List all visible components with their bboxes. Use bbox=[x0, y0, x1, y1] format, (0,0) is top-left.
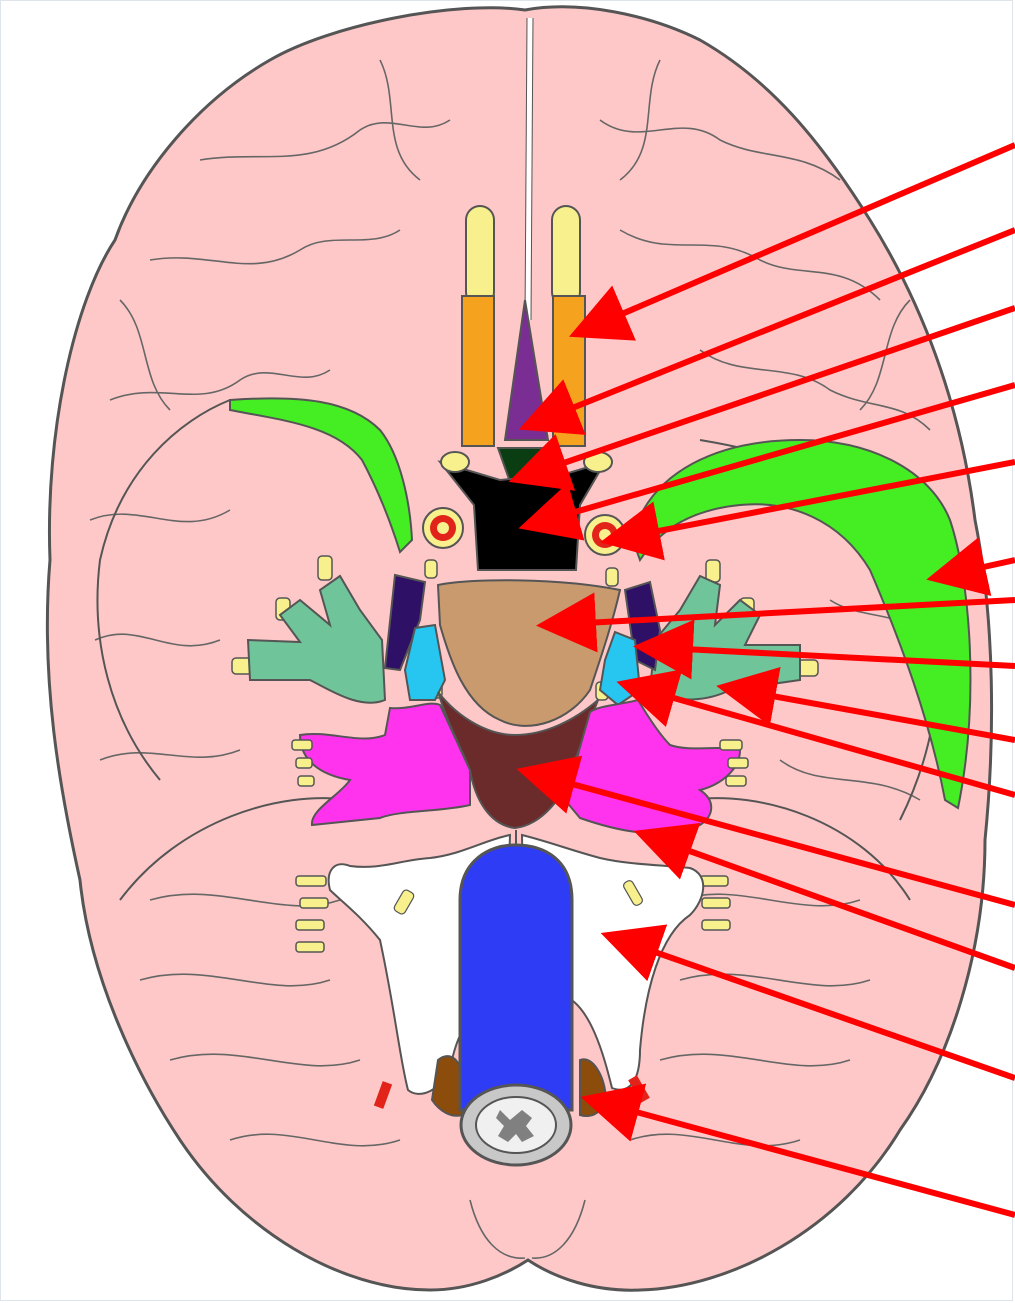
optic-nerve-left bbox=[441, 452, 469, 472]
olfactory-tract-right bbox=[553, 296, 585, 446]
internal-carotid-left bbox=[423, 508, 463, 548]
longitudinal-fissure bbox=[528, 18, 530, 320]
olfactory-bulb-right bbox=[552, 206, 580, 306]
spinal-cord bbox=[460, 845, 572, 1110]
olfactory-tract-left bbox=[462, 296, 494, 446]
vertebral-artery-left bbox=[432, 1056, 462, 1116]
internal-carotid-right bbox=[585, 515, 625, 555]
spinal-cord-cross-section bbox=[461, 1085, 571, 1165]
olfactory-bulb-left bbox=[466, 206, 494, 306]
